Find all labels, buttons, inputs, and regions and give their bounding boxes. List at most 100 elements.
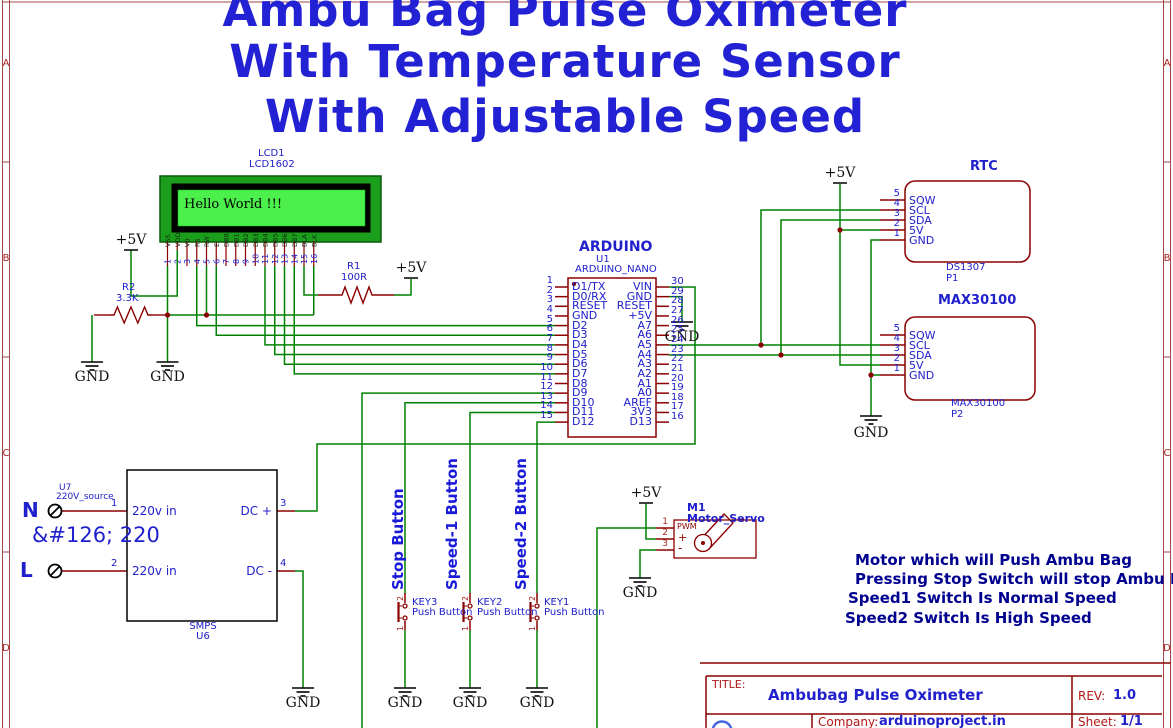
wire (130, 250, 178, 297)
wire (536, 421, 555, 593)
wire (596, 527, 656, 728)
arduino-pin-name: RESET (616, 299, 652, 313)
button-part: Push Button (477, 607, 538, 618)
max30100-heading: MAX30100 (938, 293, 1017, 308)
wire (295, 570, 304, 688)
max30100-pin-number: 4 (893, 333, 900, 344)
lcd-pin-name: BLA (301, 234, 309, 247)
gnd-label: GND (622, 585, 658, 601)
smps-body (126, 469, 278, 622)
lcd-pin-name: DB2 (242, 233, 250, 247)
max30100-body (904, 316, 1036, 401)
arduino-pin-number: 10 (540, 361, 553, 373)
arduino-pin-name: GND (626, 289, 652, 303)
lcd-pin-name: DB1 (232, 233, 240, 247)
arduino-pin-number: 4 (546, 303, 553, 315)
arduino-pin-number: 22 (671, 353, 684, 365)
servo-hub-dot (701, 541, 705, 545)
arduino-pin-number: 8 (546, 342, 553, 354)
lcd-pin-number: 8 (232, 259, 241, 264)
lcd-pin-name: DB7 (291, 233, 299, 247)
rtc-pin-name: SQW (909, 193, 936, 207)
arduino-heading: ARDUINO (579, 239, 653, 255)
arduino-pin-name: D12 (572, 415, 595, 429)
component-motor-servo[interactable] (656, 520, 756, 558)
smps-pin-in1: 220v in (132, 504, 177, 518)
arduino-ref: U1 (596, 254, 610, 265)
wire (295, 286, 696, 512)
component-r1[interactable] (336, 285, 378, 305)
arduino-pin-number: 23 (671, 343, 684, 355)
wire (645, 504, 656, 540)
arduino-pin-name: D11 (572, 405, 595, 419)
lcd-pin-name: DB6 (281, 233, 289, 247)
arduino-pin-name: A4 (637, 347, 652, 361)
max30100-pin-name: SQW (909, 328, 936, 342)
smps-pin-dcminus: DC - (246, 564, 272, 578)
lcd-pin-number: 10 (251, 254, 260, 264)
lcd-pin-number: 16 (310, 254, 319, 264)
note-speed2: Speed2 Switch Is High Speed (845, 609, 1092, 627)
arduino-pin-number: 2 (546, 284, 553, 296)
max30100-pin-number: 3 (893, 343, 900, 354)
arduino-pin-number: 25 (671, 324, 684, 336)
lcd-pin-name: E (213, 243, 221, 247)
lcd-pin-name: V0 (184, 238, 192, 247)
arduino-pin-name: A2 (637, 366, 652, 380)
button-pin-number: 1 (528, 626, 537, 631)
button-pin-number: 2 (461, 596, 470, 601)
arduino-pin-number: 28 (671, 295, 684, 307)
lcd-pin-number: 1 (164, 259, 173, 264)
rtc-pin-number: 3 (893, 208, 900, 219)
wire (469, 411, 555, 593)
v5-label: +5V (824, 165, 856, 181)
lcd-pin-number: 5 (203, 259, 212, 264)
arduino-pin-name: D13 (629, 415, 652, 429)
gnd-label: GND (452, 695, 488, 711)
max30100-ref: P2 (951, 409, 964, 420)
r1-value: 100R (341, 272, 368, 283)
max30100-pin-number: 5 (893, 323, 900, 334)
smps-pin1-num: 1 (111, 498, 118, 509)
gnd-label: GND (853, 425, 889, 441)
rtc-pin-name: 5V (909, 223, 924, 237)
arduino-pin-name: D4 (572, 337, 588, 351)
rtc-part: DS1307 (946, 262, 986, 273)
lcd-pin-number: 6 (212, 259, 221, 264)
wire (404, 402, 555, 593)
arduino-pin-name: D8 (572, 376, 588, 390)
button-contact (534, 603, 540, 609)
arduino-pin-number: 14 (540, 400, 553, 412)
component-lcd1602[interactable] (160, 176, 381, 266)
rtc-pin-name: GND (909, 233, 935, 247)
rtc-pin-number: 2 (893, 218, 900, 229)
terminal-n[interactable] (48, 504, 63, 519)
wire (394, 279, 412, 296)
smps-pin-in2: 220v in (132, 564, 177, 578)
terminal-l[interactable] (48, 564, 63, 579)
button-function-label: Speed-1 Button (443, 458, 461, 590)
lcd-screen-text: Hello World !!! (184, 197, 283, 212)
junction-dot (758, 342, 764, 348)
arduino-pin-number: 24 (671, 333, 684, 345)
wire (264, 266, 555, 346)
button-pin-number: 1 (461, 626, 470, 631)
terminal-n-label: N (22, 498, 39, 522)
wire (669, 295, 683, 322)
titleblock-title: Ambubag Pulse Oximeter (768, 686, 983, 704)
arduino-pin-number: 7 (546, 332, 553, 344)
component-r2[interactable] (108, 305, 156, 325)
arduino-pin-name: D2 (572, 318, 588, 332)
page-title-line1: Ambu Bag Pulse Oximeter (222, 0, 908, 37)
button-part: Push Button (544, 607, 605, 618)
arduino-pin-name: D1/TX (572, 280, 606, 293)
arduino-pin-name: A5 (637, 337, 652, 351)
v5-label: +5V (630, 485, 662, 501)
arduino-pin-number: 20 (671, 372, 684, 384)
arduino-pin-number: 21 (671, 362, 684, 374)
component-smps[interactable] (127, 470, 277, 621)
lcd-pin-name: VDD (174, 233, 182, 247)
button-ref: KEY3 (412, 597, 438, 608)
smps-part: SMPS (189, 621, 217, 632)
